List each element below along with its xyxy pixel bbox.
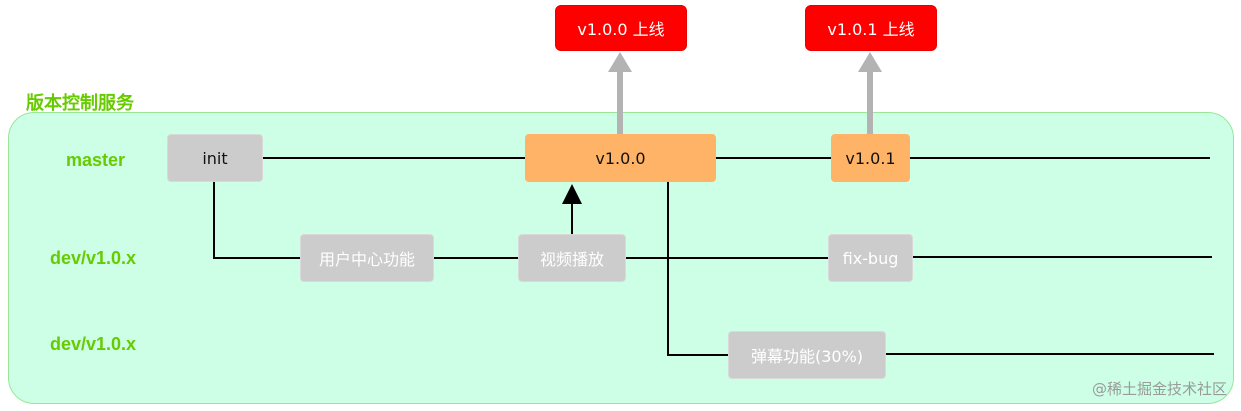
lane-label-master: master (66, 150, 126, 170)
lane-label-dev-2: dev/v1.0.x (50, 334, 137, 354)
diagram-title: 版本控制服务 (26, 93, 134, 114)
node-video-play: 视频播放 (518, 234, 626, 282)
node-v101: v1.0.1 (831, 134, 910, 182)
release-arrowhead-v101 (858, 52, 882, 72)
node-user-center: 用户中心功能 (300, 234, 434, 282)
lane-label-dev-1: dev/v1.0.x (50, 248, 137, 268)
v100-to-danmaku-line (667, 182, 728, 356)
release-arrowhead-v100 (608, 52, 632, 72)
release-v101: v1.0.1 上线 (805, 5, 937, 51)
node-v100: v1.0.0 (525, 134, 716, 182)
node-init: init (167, 134, 263, 182)
watermark: @稀土掘金技术社区 (1091, 380, 1227, 398)
init-to-dev-line (213, 182, 300, 259)
node-fix-bug: fix-bug (828, 234, 913, 282)
node-danmaku: 弹幕功能(30%) (728, 331, 886, 379)
release-v100: v1.0.0 上线 (555, 5, 687, 51)
